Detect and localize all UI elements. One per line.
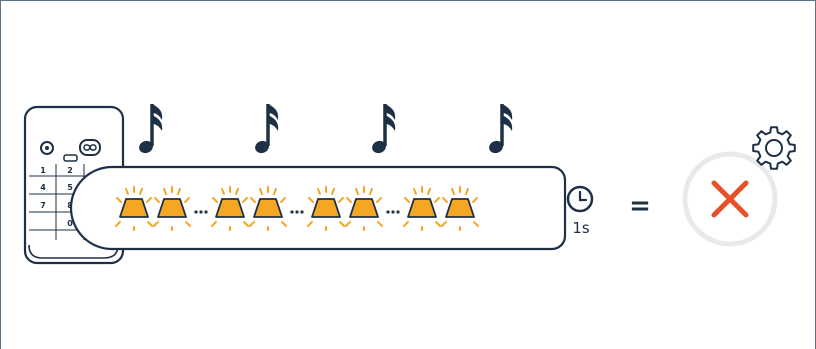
blinking-light-icon	[441, 186, 479, 231]
music-note-icon	[255, 104, 279, 154]
blinking-light-icon	[115, 186, 153, 231]
remote-key-5: 5	[67, 183, 73, 192]
remote-key-4: 4	[40, 183, 46, 192]
blinking-light-icon	[249, 186, 287, 231]
blinking-light-icon	[211, 186, 249, 231]
blinking-light-icon	[403, 186, 441, 231]
blinking-light-icon	[345, 186, 383, 231]
music-note-icon	[372, 104, 396, 154]
blinking-light-icon	[153, 186, 191, 231]
ellipsis-icon	[386, 210, 400, 214]
remote-key-2: 2	[67, 166, 73, 175]
cross-icon	[711, 180, 749, 218]
dial-icon	[40, 141, 54, 155]
remote-indicator	[63, 154, 78, 162]
remote-key-1: 1	[40, 166, 46, 175]
blinking-light-icon	[307, 186, 345, 231]
flash-sequence	[115, 186, 479, 231]
ellipsis-icon	[194, 210, 208, 214]
result-indicator	[682, 151, 778, 247]
duration-label: 1s	[572, 219, 590, 237]
music-note-icon	[139, 104, 163, 154]
music-note-icon	[489, 104, 513, 154]
ellipsis-icon	[290, 210, 304, 214]
remote-key-7: 7	[40, 201, 46, 210]
equals-sign: =	[629, 191, 651, 221]
infinity-icon	[79, 139, 101, 156]
beep-notes	[139, 104, 513, 154]
clock-icon	[566, 185, 594, 213]
remote-key-0: 0	[67, 219, 73, 228]
gear-icon	[752, 126, 796, 170]
